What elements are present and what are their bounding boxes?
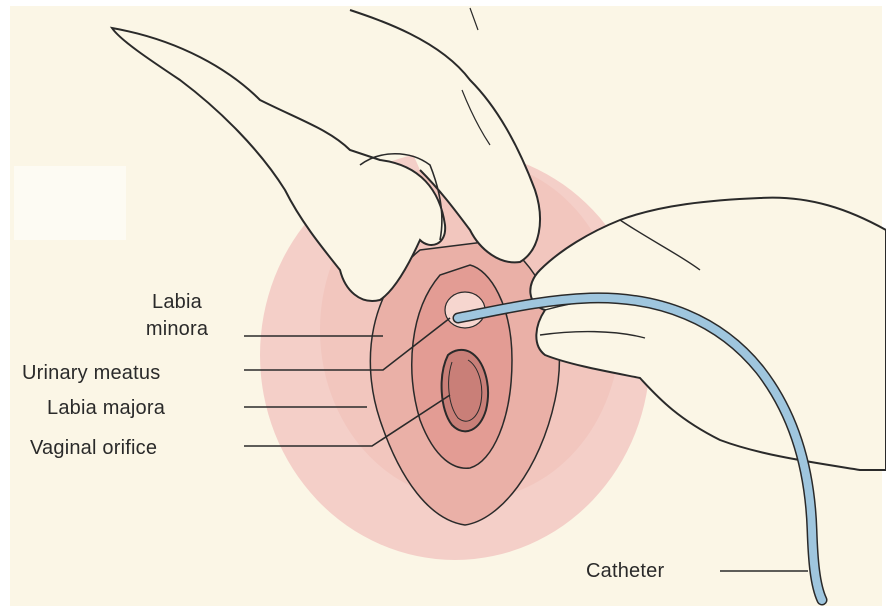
label-urinary-meatus: Urinary meatus [22,362,160,384]
label-labia-minora-line1: Labia [132,291,222,313]
label-patch [14,166,126,240]
label-labia-minora: Labia minora [132,291,222,340]
label-labia-majora: Labia majora [47,397,165,419]
label-catheter: Catheter [586,560,664,582]
label-vaginal-orifice: Vaginal orifice [30,437,157,459]
label-labia-minora-line2: minora [132,318,222,340]
